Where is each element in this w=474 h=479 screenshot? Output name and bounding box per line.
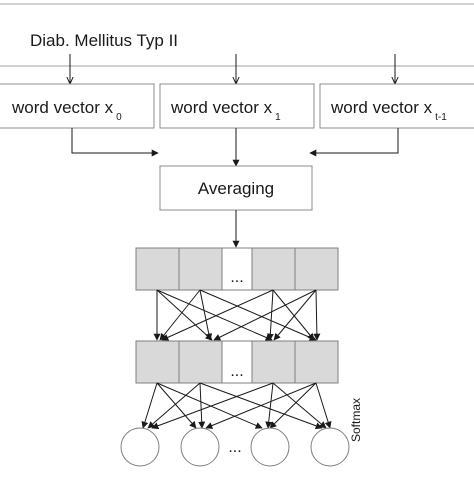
svg-text:word vector x1: word vector x1 — [170, 98, 281, 123]
layer1-cell-1 — [178, 247, 223, 291]
output-node-2 — [250, 427, 290, 467]
output-layer: ... — [120, 427, 350, 467]
softmax-label: Softmax — [349, 398, 363, 442]
output-node-1 — [180, 427, 220, 467]
input-label: Diab. Mellitus Typ II — [30, 31, 178, 50]
averaging-box: Averaging — [159, 165, 313, 211]
word-vector-subscript-0: 0 — [116, 112, 122, 123]
word-vector-box-0: word vector x0 — [0, 83, 155, 129]
layer1-to-layer2-connections — [153, 289, 321, 341]
word-vector-box-2: word vector xt-1 — [319, 83, 474, 129]
svg-text:word vector x0: word vector x0 — [11, 98, 122, 123]
vector-2-to-averaging-arrow — [309, 128, 399, 157]
word-vector-label-2: word vector x — [330, 98, 433, 117]
layer1-cell-ellipsis — [221, 247, 253, 291]
vector-0-to-averaging-arrow — [71, 128, 159, 157]
output-node-3 — [310, 427, 350, 467]
layer1-cell-3 — [294, 247, 339, 291]
layer2-cell-2 — [251, 340, 296, 384]
layer2-cell-1 — [178, 340, 223, 384]
averaging-label: Averaging — [198, 179, 274, 198]
output-node-0 — [120, 427, 160, 467]
word-vector-subscript-1: 1 — [275, 112, 281, 123]
word-vector-box-1: word vector x1 — [159, 83, 315, 129]
layer2-cell-ellipsis — [221, 340, 253, 384]
hidden-layer-1: ... — [135, 247, 339, 291]
output-ellipsis: ... — [228, 439, 241, 456]
layer2-ellipsis: ... — [230, 363, 243, 380]
word-vector-label-1: word vector x — [170, 98, 273, 117]
word-vector-subscript-2: t-1 — [435, 112, 447, 123]
layer2-cell-3 — [294, 340, 339, 384]
layer1-cell-0 — [135, 247, 180, 291]
svg-text:word vector xt-1: word vector xt-1 — [330, 98, 447, 123]
layer2-to-output-connections — [141, 382, 332, 430]
word-vector-label-0: word vector x — [11, 98, 114, 117]
layer1-ellipsis: ... — [230, 269, 243, 286]
layer2-cell-0 — [135, 340, 180, 384]
hidden-layer-2: ... — [135, 340, 339, 384]
layer1-cell-2 — [251, 247, 296, 291]
